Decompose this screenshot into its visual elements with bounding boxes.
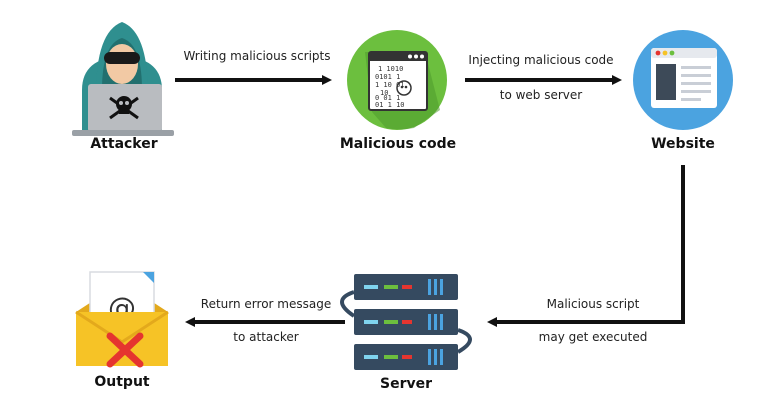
code-line-1: 1 1010	[378, 65, 403, 73]
malicious-code-label: Malicious code	[339, 136, 457, 152]
edge-label-executed-line1: Malicious script	[546, 297, 640, 311]
edge-label-writing-scripts: Writing malicious scripts	[183, 49, 331, 63]
edge-label-injecting-line1: Injecting malicious code	[468, 53, 614, 67]
code-line-2: 0101 1	[375, 73, 400, 81]
website-label: Website	[651, 136, 715, 152]
edge-label-return-line2: to attacker	[233, 330, 299, 344]
code-line-4: 10	[380, 89, 388, 97]
skull-icon	[109, 96, 139, 120]
error-cross-icon	[106, 332, 144, 368]
edge-label-return-line1: Return error message	[200, 297, 332, 311]
edge-label-injecting-line2: to web server	[499, 88, 583, 102]
code-line-3: 1 10 01	[375, 81, 405, 89]
server-label: Server	[379, 376, 432, 392]
attacker-label: Attacker	[90, 136, 158, 152]
output-label: Output	[94, 374, 150, 390]
code-line-6: 01 1 10	[375, 101, 405, 109]
edge-label-executed-line2: may get executed	[538, 330, 648, 344]
arrow-website-to-server	[487, 165, 685, 327]
bug-skull-icon	[396, 80, 412, 96]
code-line-5: 0 01 1	[375, 94, 400, 102]
